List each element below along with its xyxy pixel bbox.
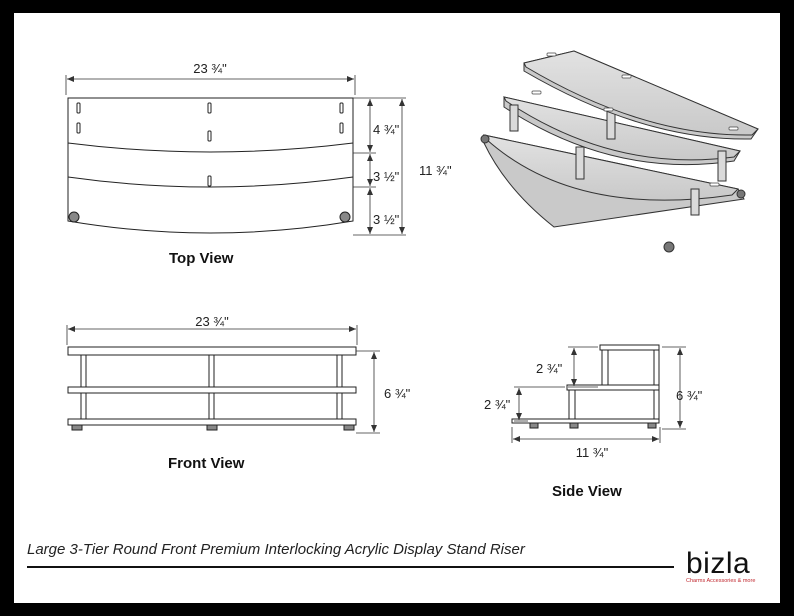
front-view-width-label: 23 ¾" [195, 314, 229, 329]
top-view-width-label: 23 ¾" [193, 61, 227, 76]
top-view-foot-left [68, 211, 80, 223]
top-view-depth-label: 11 ¾" [419, 163, 452, 178]
top-view-slots [76, 102, 344, 187]
product-sheet: 23 ¾" 4 ¾" 3 ½" 3 ½" 11 ¾" Top View [14, 13, 780, 603]
technical-drawing: 23 ¾" 4 ¾" 3 ½" 3 ½" 11 ¾" Top View [65, 50, 759, 500]
side-view-height-label: 6 ¾" [676, 388, 703, 403]
side-foot-middle [569, 422, 579, 429]
side-view-dimensions [511, 346, 686, 443]
iso-foot-2 [663, 241, 675, 253]
caption-divider [27, 566, 674, 568]
front-foot-right [343, 424, 355, 431]
iso-foot-3 [736, 189, 746, 199]
top-view-width-dimension [65, 75, 356, 95]
side-view-drawing [511, 344, 660, 429]
brand-name: bizla [686, 547, 751, 580]
side-view-title: Side View [552, 483, 622, 500]
front-view-width-dimension [66, 325, 358, 345]
top-view-foot-right [339, 211, 351, 223]
top-view-title: Top View [169, 250, 234, 267]
side-view-upper-step-label: 2 ¾" [536, 361, 563, 376]
front-view-height-label: 6 ¾" [384, 386, 411, 401]
top-view-tier2-label: 3 ½" [373, 169, 400, 184]
isometric-view-drawing [480, 50, 759, 253]
side-foot-back [647, 422, 657, 429]
top-view-tier3-label: 3 ½" [373, 212, 400, 227]
brand-tagline: Charms Accessories & more [686, 578, 756, 584]
top-view-tier-dimensions [353, 97, 406, 236]
top-view-drawing [67, 97, 354, 234]
front-view-drawing [67, 346, 357, 431]
iso-foot-1 [480, 134, 490, 144]
side-view-lower-step-label: 2 ¾" [484, 397, 511, 412]
product-caption: Large 3-Tier Round Front Premium Interlo… [27, 541, 525, 558]
side-foot-front [529, 422, 539, 429]
front-foot-middle [206, 424, 218, 431]
brand-logo: bizla Charms Accessories & more [686, 547, 766, 585]
top-view-tier1-label: 4 ¾" [373, 122, 400, 137]
front-view-height-dimension [356, 350, 380, 434]
front-foot-left [71, 424, 83, 431]
side-view-depth-label: 11 ¾" [576, 445, 609, 460]
front-view-title: Front View [168, 455, 245, 472]
